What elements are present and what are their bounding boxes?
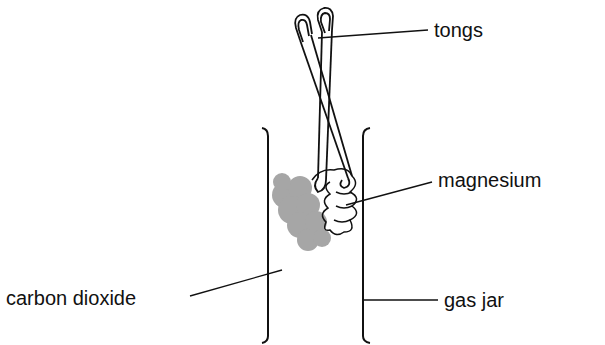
- part-label: magnesium: [438, 168, 541, 192]
- part-label: gas jar: [444, 288, 504, 312]
- smoke: [272, 173, 331, 251]
- part-label: carbon dioxide: [6, 286, 136, 310]
- magnesium-ribbon: [312, 169, 357, 235]
- part-label: tongs: [434, 18, 483, 42]
- gas-jar: [262, 128, 370, 343]
- leader-lines: [190, 30, 438, 300]
